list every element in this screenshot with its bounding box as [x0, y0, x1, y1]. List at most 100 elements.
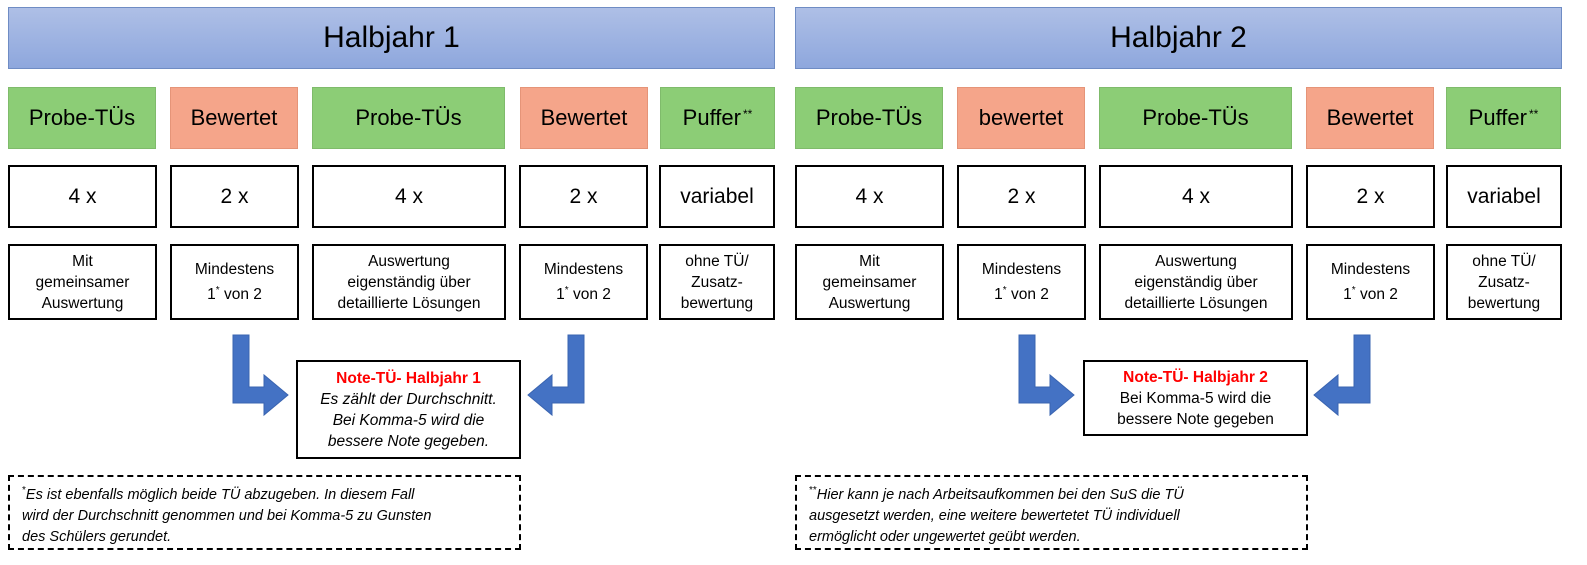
description-box: Mindestens 1* von 2 — [957, 244, 1086, 320]
count-box: 4 x — [795, 165, 944, 228]
category-label: Puffer — [682, 105, 741, 130]
footnote-line: **Hier kann je nach Arbeitsaufkommen bei… — [809, 485, 1184, 503]
result-title: Note-TÜ- Halbjahr 1 — [336, 369, 481, 387]
result-box-halbjahr-2: Note-TÜ- Halbjahr 2 Bei Komma-5 wird die… — [1083, 360, 1308, 436]
count-label: 4 x — [68, 184, 97, 208]
description-line: Mindestens — [1330, 260, 1411, 278]
footnote-line: wird der Durchschnitt genommen und bei K… — [22, 507, 432, 524]
count-label: 4 x — [855, 184, 884, 208]
category-probe-tues: Probe-TÜs — [312, 87, 505, 149]
category-probe-tues: Probe-TÜs — [795, 87, 943, 149]
count-label: 2 x — [569, 184, 598, 208]
description-line: ohne TÜ/ — [1472, 252, 1536, 270]
category-label: Puffer — [1468, 105, 1527, 130]
count-box: 2 x — [957, 165, 1086, 228]
category-bewertet: bewertet — [957, 87, 1085, 149]
description-line: Auswertung — [828, 294, 911, 312]
category-probe-tues: Probe-TÜs — [1099, 87, 1292, 149]
count-box: 2 x — [170, 165, 299, 228]
description-line: detaillierte Lösungen — [1124, 294, 1268, 312]
description-line: Auswertung — [41, 294, 124, 312]
category-puffer: Puffer** — [660, 87, 775, 149]
description-line: gemeinsamer — [35, 273, 130, 291]
category-label: Probe-TÜs — [815, 105, 923, 130]
description-line: bewertung — [1467, 294, 1541, 312]
header-halbjahr-2: Halbjahr 2 — [795, 7, 1562, 69]
result-title: Note-TÜ- Halbjahr 2 — [1123, 368, 1268, 386]
description-line: Auswertung — [368, 252, 450, 270]
result-line: Bei Komma-5 wird die — [1119, 389, 1272, 407]
category-label: Probe-TÜs — [355, 105, 462, 130]
description-line: 1* von 2 — [556, 284, 611, 304]
category-label: Bewertet — [540, 105, 628, 130]
description-box: Mit gemeinsamer Auswertung — [8, 244, 157, 320]
category-label: Probe-TÜs — [28, 105, 136, 130]
description-line: Zusatz- — [1478, 273, 1530, 291]
footnote-marker: ** — [1528, 107, 1539, 121]
footnote-marker: * — [22, 485, 26, 496]
footnote-line: *Es ist ebenfalls möglich beide TÜ abzug… — [22, 485, 415, 503]
count-label: 4 x — [1181, 184, 1210, 208]
description-box: ohne TÜ/ Zusatz- bewertung — [1446, 244, 1562, 320]
description-line: detaillierte Lösungen — [337, 294, 481, 312]
description-box: Mindestens 1* von 2 — [170, 244, 299, 320]
category-bewertet: Bewertet — [170, 87, 298, 149]
footnote-box: **Hier kann je nach Arbeitsaufkommen bei… — [795, 475, 1308, 550]
header-title: Halbjahr 1 — [323, 21, 460, 54]
count-label: 4 x — [394, 184, 423, 208]
count-label: 2 x — [220, 184, 249, 208]
count-box: variabel — [1446, 165, 1562, 228]
description-line: 1* von 2 — [994, 284, 1049, 304]
description-box: ohne TÜ/ Zusatz- bewertung — [659, 244, 775, 320]
description-box: Auswertung eigenständig über detailliert… — [1099, 244, 1293, 320]
arrow-left-icon — [1313, 334, 1371, 417]
count-box: 2 x — [1306, 165, 1435, 228]
description-line: Mindestens — [194, 260, 275, 278]
description-line: Mit — [859, 252, 880, 270]
description-line: Zusatz- — [691, 273, 743, 291]
footnote-box: *Es ist ebenfalls möglich beide TÜ abzug… — [8, 475, 521, 550]
category-bewertet: Bewertet — [520, 87, 648, 149]
count-label: 2 x — [1356, 184, 1385, 208]
count-box: 4 x — [1099, 165, 1293, 228]
count-label: variabel — [1467, 184, 1541, 208]
description-line: Mit — [72, 252, 93, 270]
description-line: 1* von 2 — [207, 284, 262, 304]
footnote-line: des Schülers gerundet. — [22, 528, 172, 545]
category-label: bewertet — [978, 105, 1064, 130]
description-box: Mit gemeinsamer Auswertung — [795, 244, 944, 320]
description-line: eigenständig über — [1134, 273, 1258, 291]
footnote-line: ausgesetzt werden, eine weitere bewertet… — [809, 507, 1180, 524]
arrow-right-icon — [1018, 334, 1075, 417]
arrow-right-icon — [232, 334, 289, 417]
description-line: ohne TÜ/ — [685, 252, 749, 270]
description-box: Auswertung eigenständig über detailliert… — [312, 244, 506, 320]
category-label: Bewertet — [190, 105, 278, 130]
description-line: 1* von 2 — [1343, 284, 1398, 304]
footnote-marker: ** — [742, 107, 753, 121]
description-box: Mindestens 1* von 2 — [519, 244, 648, 320]
category-puffer: Puffer** — [1446, 87, 1561, 149]
count-box: 2 x — [519, 165, 648, 228]
result-box-halbjahr-1: Note-TÜ- Halbjahr 1 Es zählt der Durchsc… — [296, 360, 521, 459]
description-line: Mindestens — [543, 260, 624, 278]
result-line: bessere Note gegeben. — [327, 432, 490, 450]
description-box: Mindestens 1* von 2 — [1306, 244, 1435, 320]
description-line: Auswertung — [1155, 252, 1237, 270]
description-line: gemeinsamer — [822, 273, 917, 291]
category-bewertet: Bewertet — [1306, 87, 1434, 149]
description-line: Mindestens — [981, 260, 1062, 278]
category-label: Probe-TÜs — [1142, 105, 1249, 130]
description-line: eigenständig über — [347, 273, 471, 291]
arrow-left-icon — [527, 334, 585, 417]
category-probe-tues: Probe-TÜs — [8, 87, 156, 149]
result-line: Es zählt der Durchschnitt. — [320, 390, 497, 408]
result-line: Bei Komma-5 wird die — [332, 411, 485, 429]
footnote-marker: ** — [809, 485, 817, 496]
count-box: 4 x — [8, 165, 157, 228]
category-label: Bewertet — [1326, 105, 1414, 130]
count-label: 2 x — [1007, 184, 1036, 208]
footnote-line: ermöglicht oder ungewertet geübt werden. — [809, 528, 1081, 545]
count-label: variabel — [680, 184, 754, 208]
header-title: Halbjahr 2 — [1110, 21, 1247, 54]
